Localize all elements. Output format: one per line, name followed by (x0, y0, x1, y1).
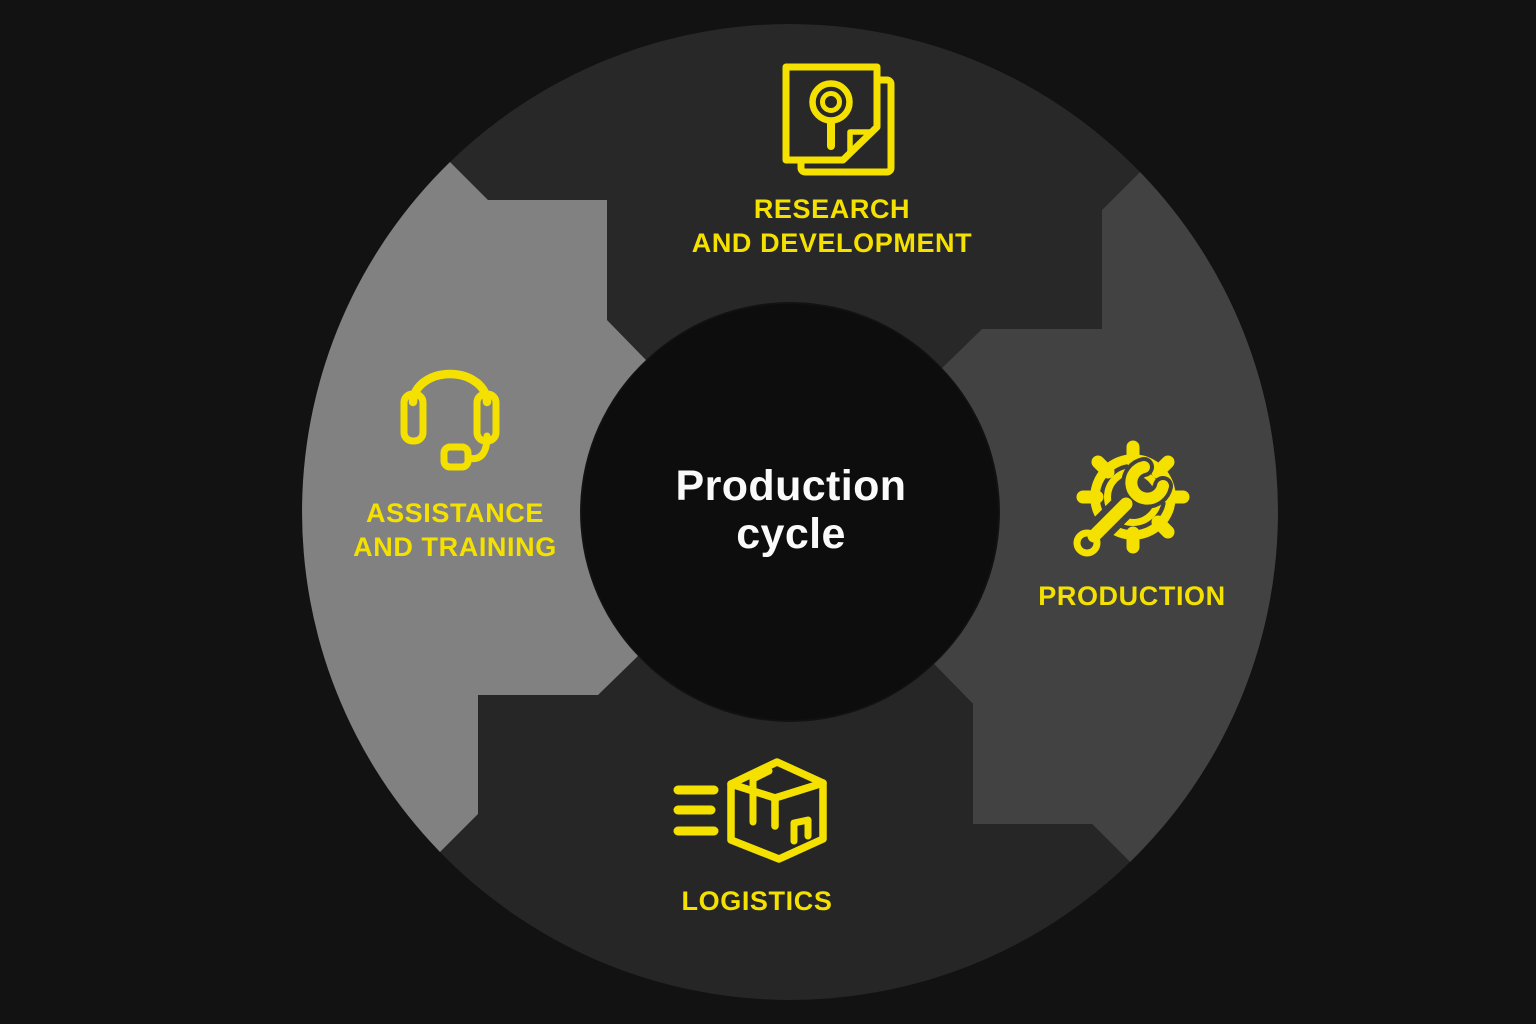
label-production: PRODUCTION (1038, 579, 1226, 613)
label-logistics: LOGISTICS (682, 884, 833, 918)
segment-assistance (302, 162, 646, 852)
label-assistance: ASSISTANCE AND TRAINING (353, 496, 557, 564)
center-title-line1: Production (675, 462, 907, 510)
headset-icon (400, 369, 500, 471)
label-research: RESEARCH AND DEVELOPMENT (692, 192, 973, 260)
label-research-line1: RESEARCH (753, 194, 911, 224)
center-title: Production cycle (676, 462, 907, 558)
label-research-line2: AND DEVELOPMENT (691, 228, 973, 258)
label-assistance-line2: AND TRAINING (353, 532, 557, 562)
segment-research (450, 24, 1140, 368)
label-assistance-line1: ASSISTANCE (365, 498, 545, 528)
document-search-icon (782, 63, 895, 176)
center-circle (582, 304, 998, 720)
label-logistics-line1: LOGISTICS (681, 886, 833, 916)
gear-wrench-icon (1069, 440, 1190, 561)
shipping-box-icon (673, 758, 827, 863)
segment-logistics (440, 656, 1130, 1000)
center-title-line2: cycle (736, 510, 846, 558)
label-production-line1: PRODUCTION (1038, 581, 1226, 611)
